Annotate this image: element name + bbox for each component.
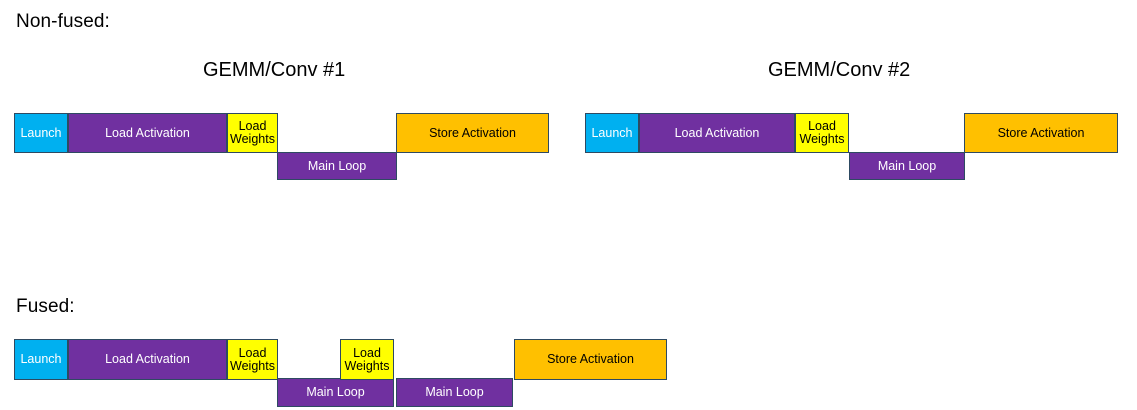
fused-load-weights-2-block: Load Weights <box>340 339 394 380</box>
nonfused-1-store-activation-label: Store Activation <box>429 125 516 140</box>
nonfused-2-load-activation-label: Load Activation <box>674 125 760 140</box>
nonfused-2-load-activation-block: Load Activation <box>639 113 795 153</box>
nonfused-2-main-loop-label: Main Loop <box>877 158 937 173</box>
nonfused-1-main-loop-label: Main Loop <box>307 158 367 173</box>
nonfused-1-load-activation-block: Load Activation <box>68 113 227 153</box>
nonfused-2-load-weights-label-line1: Load <box>808 119 836 134</box>
fused-load-weights-1-label-line2: Weights <box>230 358 275 373</box>
nonfused-2-load-weights-label-line2: Weights <box>799 132 845 146</box>
fused-load-weights-2-label-line1: Load <box>353 345 381 360</box>
group-title-gemm-conv-1: GEMM/Conv #1 <box>203 59 346 81</box>
nonfused-2-load-weights-block: Load Weights <box>795 113 849 153</box>
nonfused-1-load-activation-label: Load Activation <box>105 125 190 140</box>
nonfused-2-store-activation-block: Store Activation <box>964 113 1118 153</box>
section-label-non-fused: Non-fused: <box>16 11 110 32</box>
nonfused-2-launch-block: Launch <box>585 113 639 153</box>
fused-main-loop-1-block: Main Loop <box>277 378 394 407</box>
fused-main-loop-1-label: Main Loop <box>306 385 365 400</box>
nonfused-2-main-loop-block: Main Loop <box>849 152 965 180</box>
fused-main-loop-2-block: Main Loop <box>396 378 513 407</box>
fused-store-activation-block: Store Activation <box>514 339 667 380</box>
fused-store-activation-label: Store Activation <box>547 352 634 367</box>
group-title-gemm-conv-2: GEMM/Conv #2 <box>768 59 911 81</box>
nonfused-1-main-loop-block: Main Loop <box>277 152 397 180</box>
fused-load-weights-1-label-line1: Load <box>238 345 267 360</box>
fused-main-loop-2-label: Main Loop <box>425 385 484 400</box>
fused-load-activation-label: Load Activation <box>105 352 190 367</box>
nonfused-1-launch-label: Launch <box>20 125 62 140</box>
nonfused-2-launch-label: Launch <box>591 125 633 140</box>
nonfused-1-load-weights-label-line1: Load <box>238 119 267 134</box>
nonfused-1-launch-block: Launch <box>14 113 68 153</box>
fused-load-weights-1-block: Load Weights <box>227 339 278 380</box>
nonfused-2-store-activation-label: Store Activation <box>997 125 1085 140</box>
fused-load-weights-2-label-line2: Weights <box>344 358 390 373</box>
nonfused-1-load-weights-block: Load Weights <box>227 113 278 153</box>
fused-launch-label: Launch <box>20 352 62 367</box>
fused-load-activation-block: Load Activation <box>68 339 227 380</box>
fused-launch-block: Launch <box>14 339 68 380</box>
nonfused-1-load-weights-label-line2: Weights <box>230 132 275 146</box>
section-label-fused: Fused: <box>16 296 75 317</box>
nonfused-1-store-activation-block: Store Activation <box>396 113 549 153</box>
